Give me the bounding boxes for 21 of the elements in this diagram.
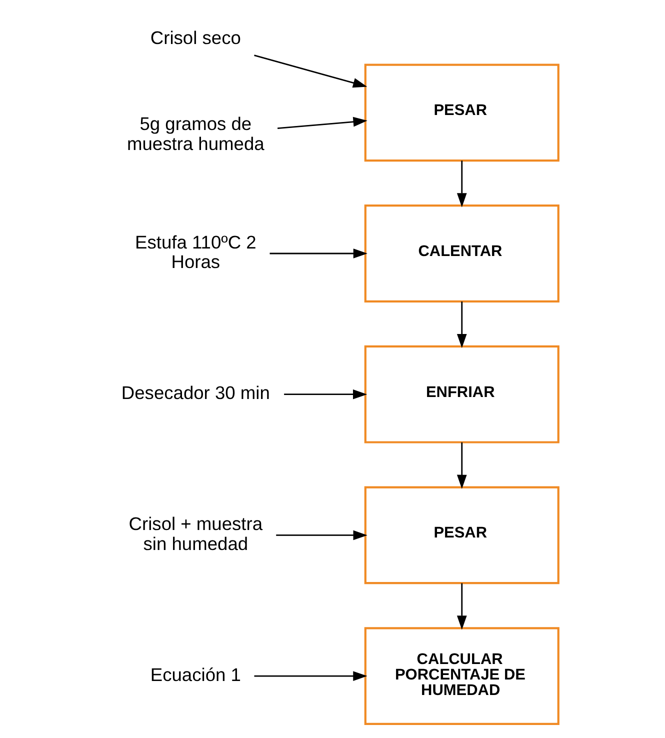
arrow bbox=[456, 302, 466, 348]
node-text: Ecuación 1 bbox=[150, 664, 240, 685]
node-text: 5g gramos de muestra humeda bbox=[126, 113, 264, 154]
node-text: Desecador 30 min bbox=[120, 382, 270, 404]
arrow bbox=[269, 248, 367, 258]
arrow bbox=[276, 530, 367, 540]
node-text: Crisol seco bbox=[150, 27, 240, 48]
node-box: PESAR bbox=[364, 486, 559, 584]
arrow bbox=[284, 389, 367, 400]
arrow bbox=[254, 54, 367, 88]
arrow bbox=[456, 160, 466, 208]
node-box: PESAR bbox=[364, 64, 559, 162]
arrow bbox=[456, 583, 466, 630]
arrow bbox=[254, 671, 367, 681]
arrow bbox=[276, 116, 367, 129]
node-box: CALENTAR bbox=[364, 204, 559, 302]
arrow bbox=[456, 442, 466, 489]
node-box: ENFRIAR bbox=[364, 345, 559, 444]
node-text: Crisol + muestra sin humedad bbox=[128, 513, 262, 554]
node-box: CALCULAR PORCENTAJE DE HUMEDAD bbox=[364, 627, 559, 725]
node-text: Estufa 110ºC 2 Horas bbox=[134, 231, 256, 272]
